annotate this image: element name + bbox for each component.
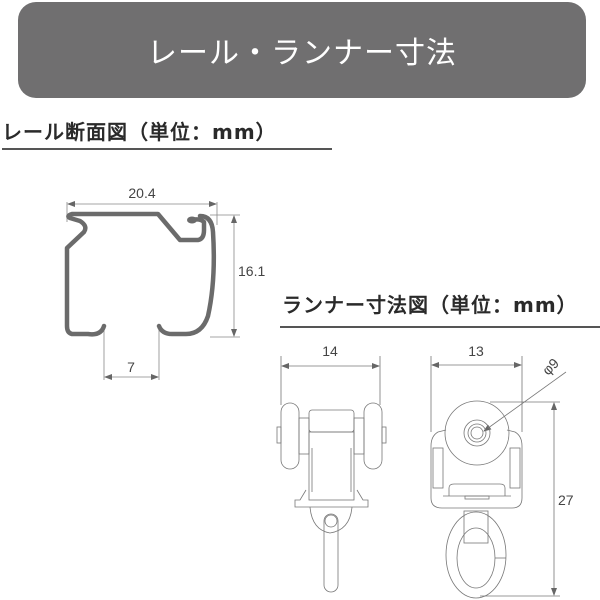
runner-height-label: 27 (558, 492, 574, 508)
rail-section-divider (2, 148, 332, 150)
runner-side-view-drawing (276, 356, 387, 593)
rail-cross-section-drawing: 20.4 16.1 7 (64, 185, 265, 380)
rail-slot-label: 7 (127, 359, 135, 375)
runner-side-width-label: 14 (322, 343, 338, 359)
rail-height-label: 16.1 (238, 263, 265, 279)
runner-section-divider (280, 326, 600, 328)
title-banner: レール・ランナー寸法 (18, 2, 586, 98)
runner-front-view-drawing (430, 356, 567, 599)
rail-section-title: レール断面図（単位：mm） (2, 120, 277, 144)
runner-front-width-label: 13 (468, 343, 484, 359)
banner-title: レール・ランナー寸法 (147, 36, 457, 71)
wheel-diameter-label: φ9 (539, 355, 562, 378)
rail-width-label: 20.4 (128, 185, 155, 201)
runner-section-title: ランナー寸法図（単位：mm） (282, 293, 578, 317)
